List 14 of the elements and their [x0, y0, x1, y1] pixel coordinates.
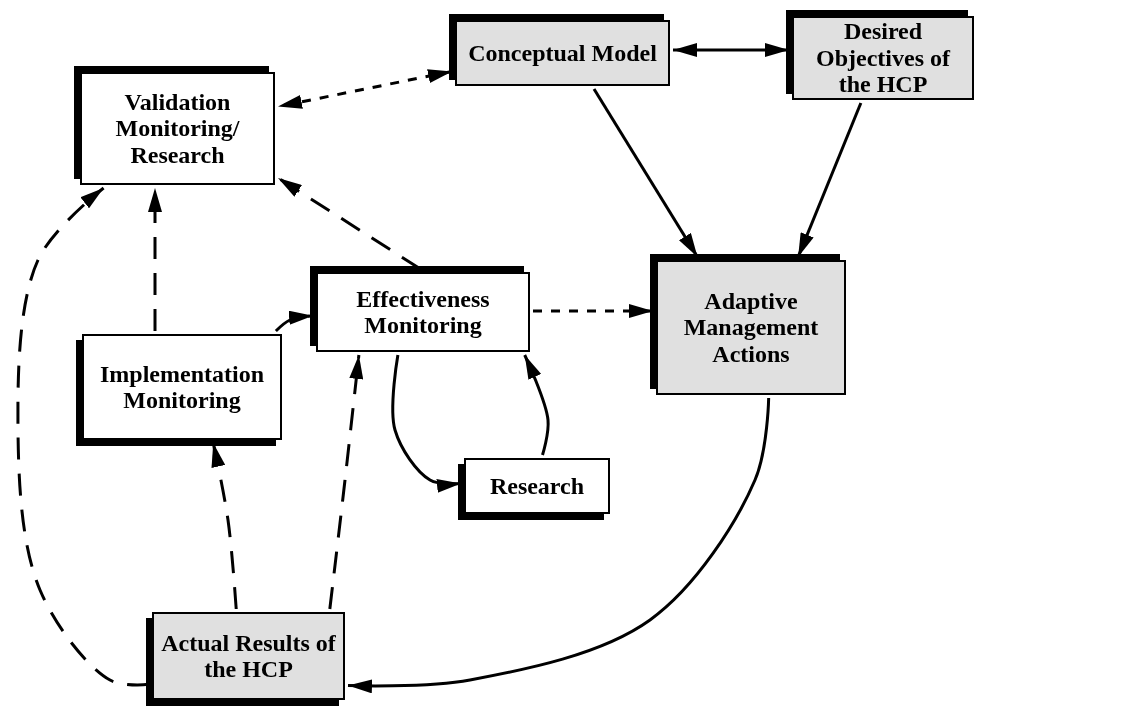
arrow	[523, 354, 550, 456]
arrow	[328, 354, 364, 610]
arrow	[533, 304, 653, 318]
box-label: Conceptual Model	[468, 39, 657, 67]
box-label: Desired Objectives of the HCP	[815, 18, 952, 98]
arrow	[148, 188, 162, 331]
box-label: Implementation Monitoring	[99, 360, 265, 414]
box-label: Research	[489, 472, 585, 500]
box-label: Adaptive Management Actions	[682, 287, 820, 368]
box-label: Validation Monitoring/ Research	[114, 88, 241, 169]
arrow	[347, 397, 771, 694]
box-label: Actual Results of the HCP	[160, 629, 337, 683]
box-label: Effectiveness Monitoring	[355, 285, 491, 339]
arrow	[673, 43, 789, 57]
